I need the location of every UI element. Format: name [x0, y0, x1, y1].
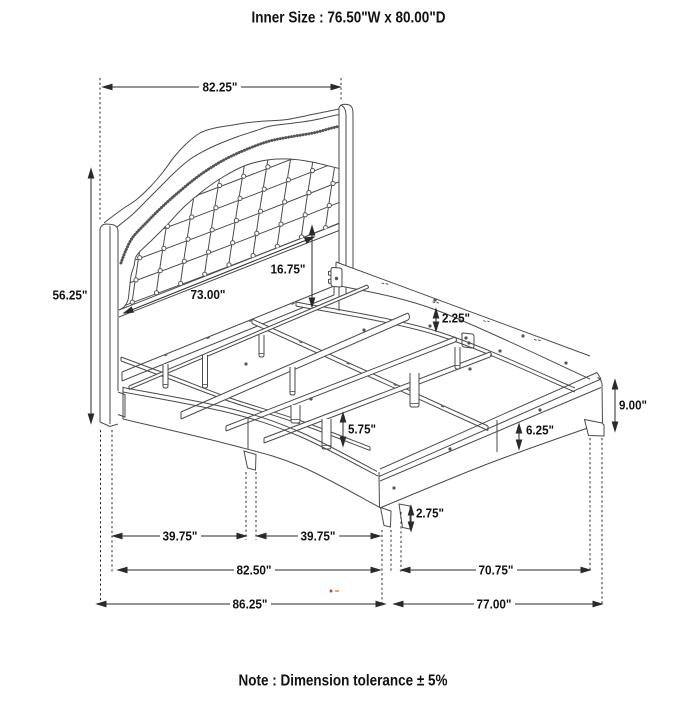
svg-text:82.50": 82.50"	[237, 563, 272, 578]
svg-text:77.00": 77.00"	[477, 597, 512, 612]
svg-text:16.75": 16.75"	[271, 262, 306, 277]
svg-text:56.25": 56.25"	[53, 288, 88, 303]
svg-text:Inner Size : 76.50"W x 80.00"D: Inner Size : 76.50"W x 80.00"D	[252, 10, 446, 27]
svg-text:86.25": 86.25"	[233, 597, 268, 612]
svg-text:2.25": 2.25"	[442, 311, 470, 326]
svg-text:39.75": 39.75"	[301, 529, 336, 544]
svg-text:5.75": 5.75"	[348, 422, 376, 437]
svg-text:39.75": 39.75"	[163, 529, 198, 544]
svg-text:6.25": 6.25"	[526, 423, 554, 438]
svg-text:9.00": 9.00"	[619, 398, 647, 413]
svg-text:Note : Dimension tolerance ± 5: Note : Dimension tolerance ± 5%	[239, 673, 448, 690]
svg-text:2.75": 2.75"	[416, 506, 444, 521]
svg-text:82.25": 82.25"	[203, 80, 238, 95]
svg-text:73.00": 73.00"	[191, 287, 226, 302]
svg-text:70.75": 70.75"	[479, 563, 514, 578]
